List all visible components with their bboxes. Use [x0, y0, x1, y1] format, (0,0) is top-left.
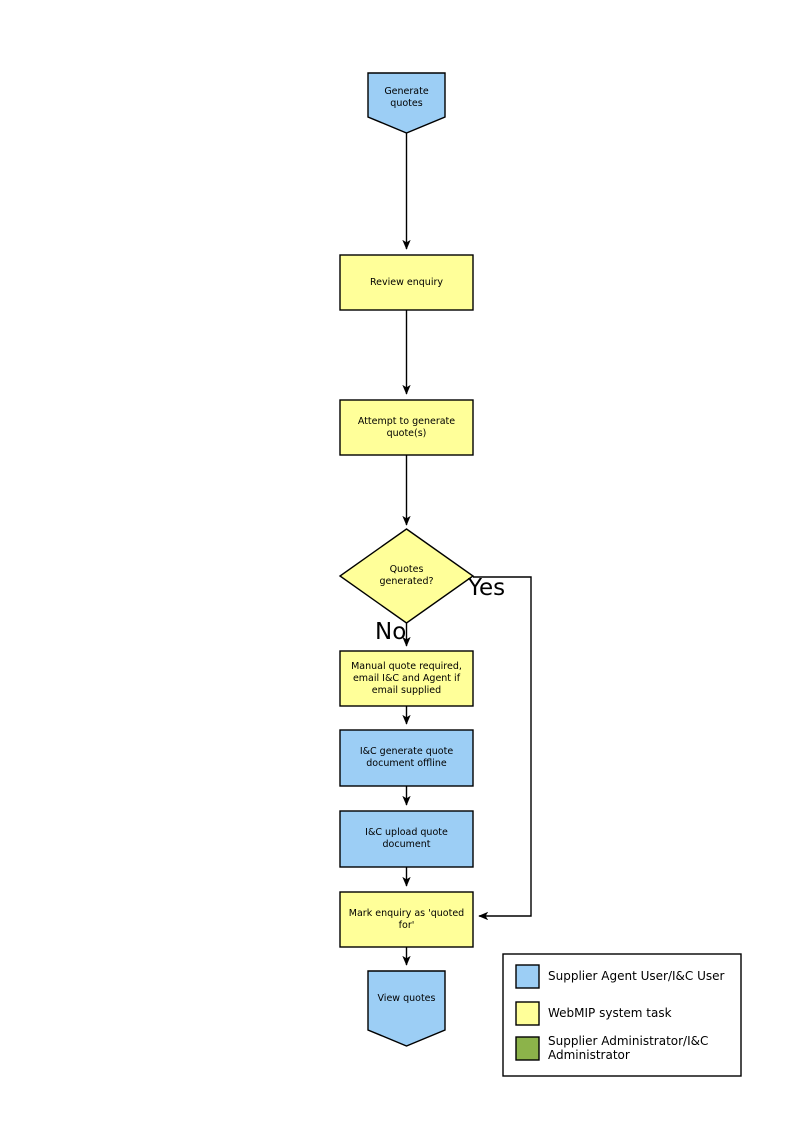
legend-border	[502, 953, 742, 1077]
nodes	[338, 72, 475, 1047]
node-attempt-generate[interactable]	[339, 399, 474, 456]
node-generate-quotes[interactable]	[367, 72, 446, 134]
legend-swatch-system	[515, 1001, 540, 1026]
node-review-enquiry[interactable]	[339, 254, 474, 311]
node-view-quotes[interactable]	[367, 970, 446, 1047]
legend-label-system: WebMIP system task	[548, 1006, 672, 1020]
connectors	[402, 133, 532, 966]
legend-label-user: Supplier Agent User/I&C User	[548, 969, 725, 983]
legend-swatch-user	[515, 964, 540, 989]
node-manual-quote[interactable]	[339, 650, 474, 707]
node-mark-quoted-for[interactable]	[339, 891, 474, 948]
edge-label-yes: Yes	[468, 575, 506, 601]
legend-label-admin: Supplier Administrator/I&C Administrator	[548, 1034, 709, 1062]
node-ic-generate-doc[interactable]	[339, 729, 474, 787]
node-ic-upload-doc[interactable]	[339, 810, 474, 868]
node-quotes-generated[interactable]	[338, 528, 475, 624]
edge-label-no: No	[375, 619, 407, 645]
legend-swatch-admin	[515, 1036, 540, 1061]
edge-decision-yes-to-mark	[473, 576, 532, 921]
legend-box	[502, 953, 742, 1077]
